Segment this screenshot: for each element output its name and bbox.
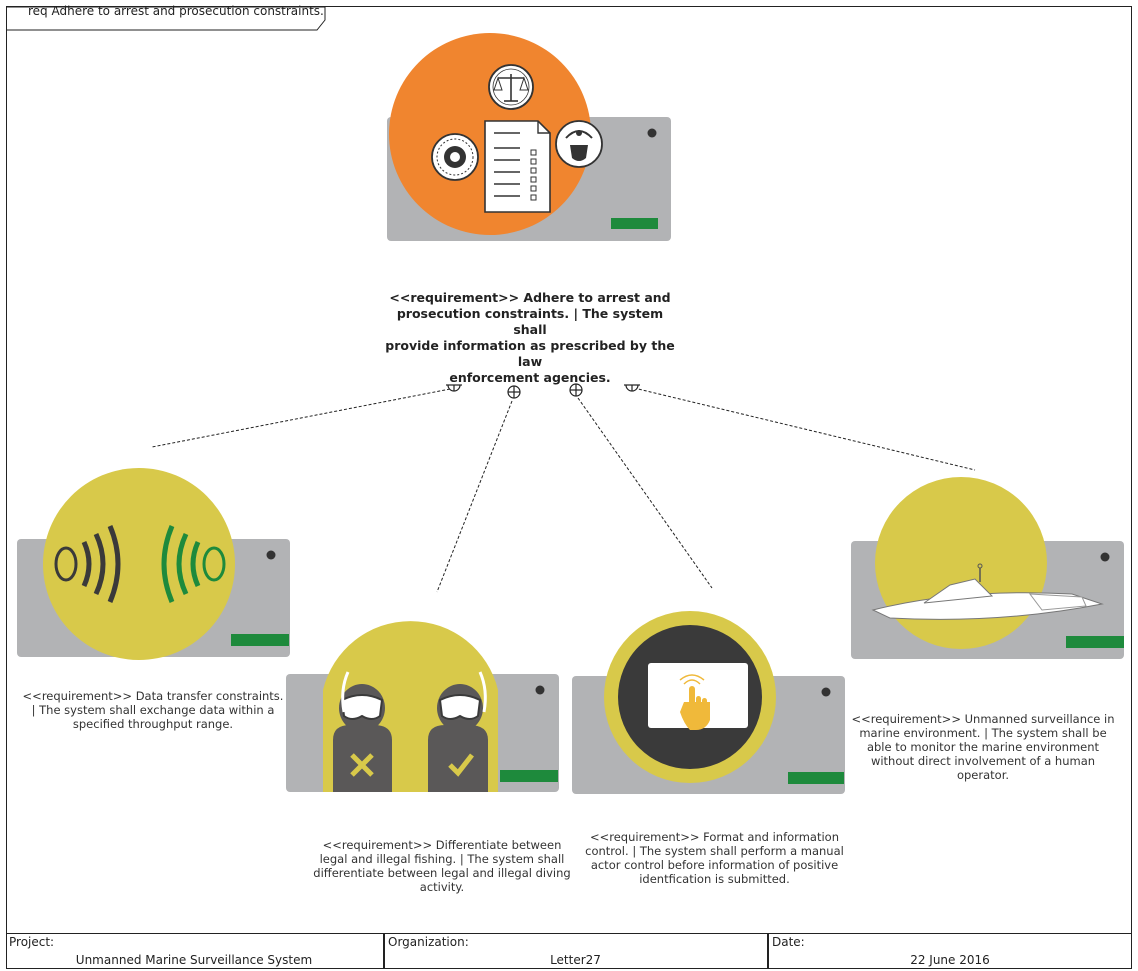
trace-line-differentiate — [436, 400, 513, 593]
diagram-title-tab — [7, 6, 326, 31]
footer-row — [6, 933, 1132, 969]
illegal-diver-icon — [333, 671, 392, 792]
unmanned-line: marine environment. | The system shall b… — [859, 726, 1107, 740]
diagram-title-text: req Adhere to arrest and prosecution con… — [28, 4, 324, 18]
format-card — [572, 611, 845, 794]
organization-label: Organization: — [388, 935, 469, 949]
trace-line-unmanned — [633, 387, 976, 471]
check-mark-icon — [448, 753, 474, 777]
unmanned-line: <<requirement>> Unmanned surveillance in — [851, 712, 1115, 726]
differentiate-line: legal and illegal fishing. | The system … — [319, 852, 565, 866]
project-value: Unmanned Marine Surveillance System — [75, 953, 313, 967]
organization-value: Letter27 — [550, 953, 601, 967]
format-line: identfication is submitted. — [639, 872, 790, 886]
footer-table: Project: Unmanned Marine Surveillance Sy… — [6, 933, 1132, 969]
diagram-frame — [6, 6, 1132, 969]
unmanned-requirement-text: <<requirement>> Unmanned surveillance in… — [838, 712, 1128, 782]
document-icon — [484, 120, 551, 213]
main-requirement-line: prosecution constraints. | The system sh… — [396, 306, 664, 337]
footer-divider — [767, 933, 769, 969]
touchscreen-icon — [648, 663, 748, 728]
date-value: 22 June 2016 — [910, 953, 990, 967]
containment-symbols — [446, 383, 640, 399]
main-requirement-line: enforcement agencies. — [449, 370, 611, 385]
trace-line-format — [577, 397, 713, 589]
footer-project-cell: Project: Unmanned Marine Surveillance Sy… — [6, 933, 382, 969]
differentiate-card — [286, 621, 559, 792]
unmanned-boat-icon — [871, 563, 1104, 620]
format-requirement-text: <<requirement>> Format and information c… — [562, 830, 867, 886]
scales-of-justice-icon — [488, 64, 534, 110]
coat-of-arms-icon — [555, 120, 603, 168]
main-requirement-card — [387, 33, 671, 241]
diagram-title: req Adhere to arrest and prosecution con… — [0, 0, 324, 24]
differentiate-requirement-text: <<requirement>> Differentiate between le… — [292, 838, 592, 894]
format-line: actor control before information of posi… — [590, 858, 839, 872]
containment-icon-4 — [624, 384, 640, 392]
data-transfer-line: <<requirement>> Data transfer constraint… — [22, 689, 284, 703]
main-requirement-text: <<requirement>> Adhere to arrest and pro… — [380, 290, 680, 386]
containment-icon-2 — [507, 385, 521, 399]
main-requirement-line: provide information as prescribed by the… — [385, 338, 675, 369]
dependency-lines — [151, 387, 976, 593]
data-transfer-requirement-text: <<requirement>> Data transfer constraint… — [18, 689, 288, 731]
police-badge-icon — [431, 133, 479, 181]
data-transfer-line: | The system shall exchange data within … — [31, 703, 275, 717]
trace-line-data-transfer — [151, 388, 451, 448]
differentiate-line: <<requirement>> Differentiate between — [322, 838, 562, 852]
unmanned-card — [851, 477, 1124, 659]
unmanned-line: without direct involvement of a human — [870, 754, 1096, 768]
unmanned-line: operator. — [956, 768, 1010, 782]
data-transfer-card — [17, 468, 290, 660]
footer-divider — [383, 933, 385, 969]
x-mark-icon — [350, 753, 374, 777]
footer-organization-cell: Organization: Letter27 — [385, 933, 766, 969]
unmanned-line: able to monitor the marine environment — [866, 740, 1100, 754]
format-line: <<requirement>> Format and information — [589, 830, 839, 844]
main-requirement-line: <<requirement>> Adhere to arrest and — [389, 290, 671, 305]
footer-date-cell: Date: 22 June 2016 — [769, 933, 1131, 969]
receive-signal-icon — [161, 525, 226, 603]
differentiate-line: activity. — [419, 880, 465, 894]
transmit-signal-icon — [54, 525, 121, 603]
differentiate-line: differentiate between legal and illegal … — [313, 866, 571, 880]
format-line: control. | The system shall perform a ma… — [585, 844, 844, 858]
containment-icon-1 — [446, 384, 462, 392]
legal-diver-icon — [428, 671, 488, 792]
date-label: Date: — [772, 935, 805, 949]
tap-hand-icon — [680, 686, 710, 730]
project-label: Project: — [9, 935, 55, 949]
data-transfer-line: specified throughput range. — [72, 717, 234, 731]
containment-icon-3 — [569, 383, 583, 397]
